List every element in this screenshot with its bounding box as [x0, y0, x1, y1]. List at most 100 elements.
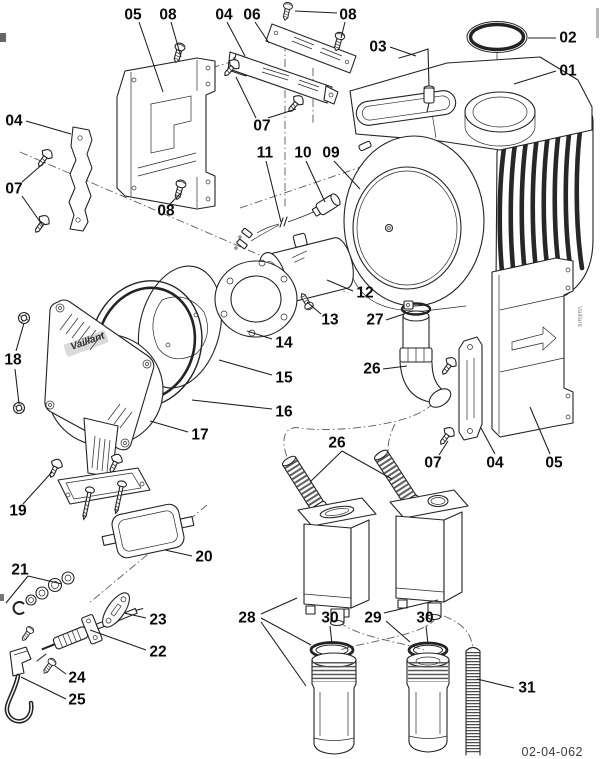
flue-collar [464, 91, 536, 147]
leader-line-08 [169, 192, 182, 205]
callout-02: 02 [559, 30, 576, 47]
part-28-siphon-left [297, 497, 377, 627]
part-15-baffle-disc [137, 265, 223, 389]
leader-line-31 [476, 678, 515, 689]
callout-05: 05 [124, 7, 142, 24]
callout-22: 22 [149, 644, 166, 661]
leader-line-17 [149, 420, 189, 433]
callout-20: 20 [195, 549, 212, 566]
callout-08: 08 [157, 203, 175, 220]
leader-line-10 [305, 160, 326, 203]
burner-hatching [59, 313, 133, 429]
callout-23: 23 [149, 612, 167, 629]
callout-08: 08 [159, 7, 177, 24]
leader-line-14 [246, 330, 273, 340]
leader-line-12 [326, 279, 354, 292]
callout-06: 06 [243, 7, 261, 24]
condensate-container-left [311, 652, 357, 755]
callout-26: 26 [328, 435, 346, 452]
leader-line-04 [25, 120, 72, 135]
leader-line-28 [260, 597, 298, 615]
callout-26: 26 [363, 361, 381, 378]
leader-line-18 [14, 368, 20, 405]
callout-30: 30 [416, 610, 433, 627]
screw-22-fixing [18, 624, 36, 644]
screw-07-left-top [33, 146, 56, 171]
leader-line-24 [54, 665, 67, 675]
callout-25: 25 [68, 692, 86, 709]
callout-27: 27 [366, 312, 383, 329]
part-05-mounting-plate-left [116, 57, 216, 210]
leader-line-07 [21, 195, 44, 227]
callout-04: 04 [5, 113, 23, 130]
leader-line-08 [340, 21, 346, 39]
part-17-burner-assembly: Vaillant [44, 299, 164, 505]
callout-29: 29 [364, 610, 382, 627]
leader-line-29 [383, 599, 439, 614]
callout-21: 21 [11, 562, 29, 579]
leader-line-15 [218, 359, 273, 376]
leader-line-07 [235, 76, 257, 119]
callout-09: 09 [322, 145, 340, 162]
leader-line-08 [294, 10, 338, 14]
leader-line-06 [254, 21, 270, 44]
leader-line-20 [164, 549, 193, 557]
leader-line-30 [329, 625, 333, 645]
callout-13: 13 [321, 312, 339, 329]
front-door-face [352, 166, 462, 290]
leader-line-08 [170, 21, 182, 58]
callout-18: 18 [4, 352, 22, 369]
part-23-plate [102, 592, 130, 628]
part-20-cover-gasket [101, 503, 195, 559]
leader-line-05 [529, 406, 551, 455]
plate-brand-label: Vaillant [576, 306, 583, 327]
callout-03: 03 [369, 39, 387, 56]
part-14-flange [214, 259, 298, 338]
part-11-cable-harness [234, 216, 288, 250]
callout-17: 17 [191, 427, 208, 444]
leader-line-11 [265, 160, 282, 223]
callout-30: 30 [321, 610, 338, 627]
leader-line-03 [389, 46, 417, 57]
part-05-mounting-plate-right: Vaillant [491, 257, 583, 438]
scan-artifacts [0, 8, 599, 601]
part-04-strip-left [68, 126, 93, 232]
leader-line-30 [425, 625, 429, 645]
leader-line-27 [385, 313, 405, 321]
leader-line-01 [513, 70, 557, 85]
callout-07: 07 [253, 118, 270, 135]
callout-11: 11 [257, 145, 274, 162]
callout-16: 16 [275, 404, 293, 421]
callout-07: 07 [424, 455, 441, 472]
leader-line-28 [260, 617, 312, 646]
leader-line-07 [267, 108, 297, 119]
callout-15: 15 [275, 370, 293, 387]
part-06-top-rail [265, 23, 357, 74]
callout-14: 14 [275, 335, 293, 352]
callout-07: 07 [5, 181, 22, 198]
leader-line-04 [226, 21, 246, 57]
leader-line-26 [309, 450, 343, 483]
part-04-strip-right [458, 336, 483, 441]
callout-31: 31 [518, 680, 536, 697]
part-25-ignition-cable [4, 646, 34, 724]
part-29-siphon-right [389, 489, 469, 621]
part-21-washer-set [12, 571, 75, 615]
screw-08-upper [280, 1, 294, 22]
leader-line-28 [260, 621, 307, 687]
leader-line-26 [382, 365, 408, 370]
burner-base-plate [57, 467, 151, 505]
leader-line-21 [27, 575, 63, 585]
screw-07-right-top [437, 354, 460, 379]
part-22-electrode [36, 607, 144, 662]
leader-line-26 [341, 450, 393, 480]
leader-line-04 [480, 427, 496, 455]
leader-line-16 [191, 399, 273, 410]
callout-28: 28 [238, 610, 256, 627]
part-03-sensor-clip [398, 48, 435, 113]
callout-08: 08 [339, 7, 357, 24]
callout-01: 01 [559, 63, 577, 80]
